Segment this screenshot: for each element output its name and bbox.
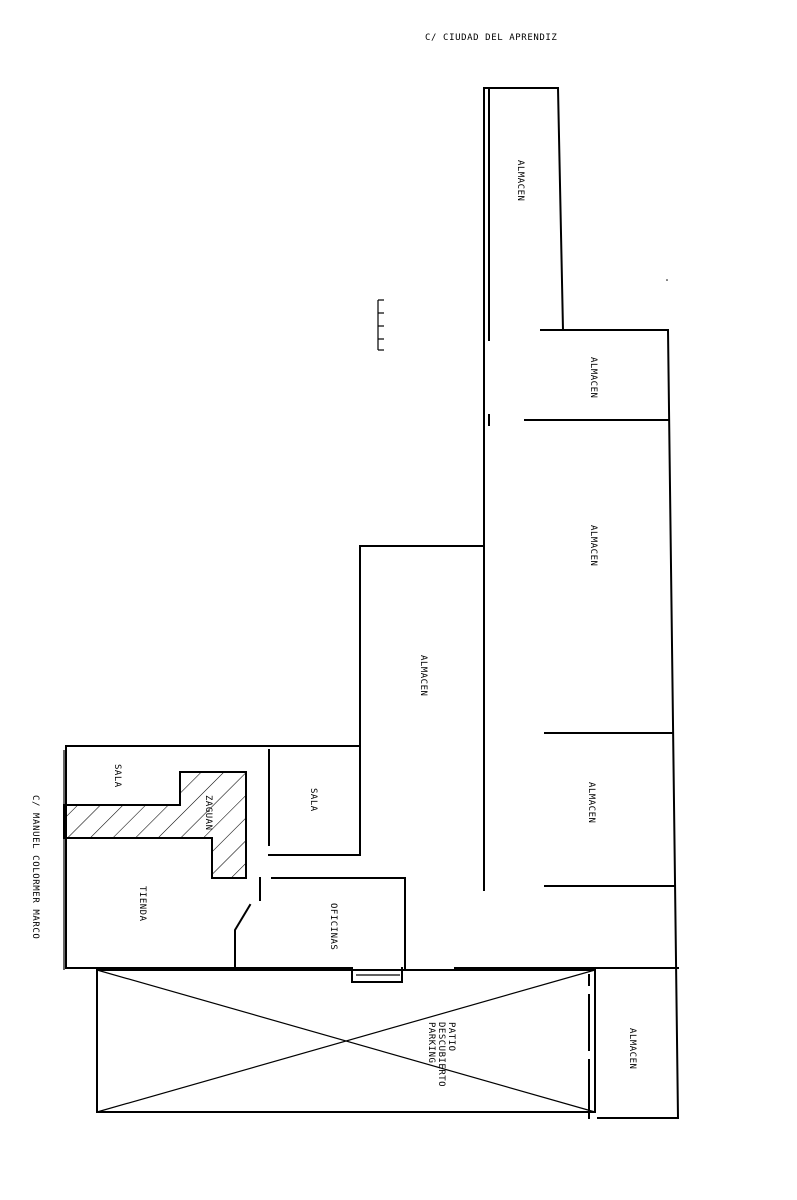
patio-line-2: DESCUBIERTO (436, 1022, 446, 1087)
patio-line-1: PATIO (446, 1022, 456, 1052)
room-label-almacen-1: ALMACEN (515, 160, 525, 201)
room-label-patio: PATIO DESCUBIERTO PARKING (426, 1022, 456, 1087)
room-label-zaguan: ZAGUAN (203, 795, 213, 831)
room-label-tienda: TIENDA (137, 886, 147, 922)
patio-line-3: PARKING (426, 1022, 436, 1063)
room-label-almacen-5: ALMACEN (586, 782, 596, 823)
room-label-almacen-4: ALMACEN (418, 655, 428, 696)
street-label-north: C/ CIUDAD DEL APRENDIZ (425, 33, 557, 43)
scale-mark (377, 299, 384, 351)
room-label-almacen-2: ALMACEN (588, 357, 598, 398)
room-label-oficinas: OFICINAS (328, 903, 338, 950)
room-label-sala-1: SALA (112, 764, 122, 788)
room-label-sala-2: SALA (308, 788, 318, 812)
room-label-almacen-3: ALMACEN (588, 525, 598, 566)
patio-parking (96, 969, 596, 1119)
building-walls (63, 87, 680, 1119)
zaguan-hatch (63, 771, 247, 879)
room-label-almacen-6: ALMACEN (627, 1028, 637, 1069)
street-label-west: C/ MANUEL COLORMER MARCO (30, 795, 40, 939)
